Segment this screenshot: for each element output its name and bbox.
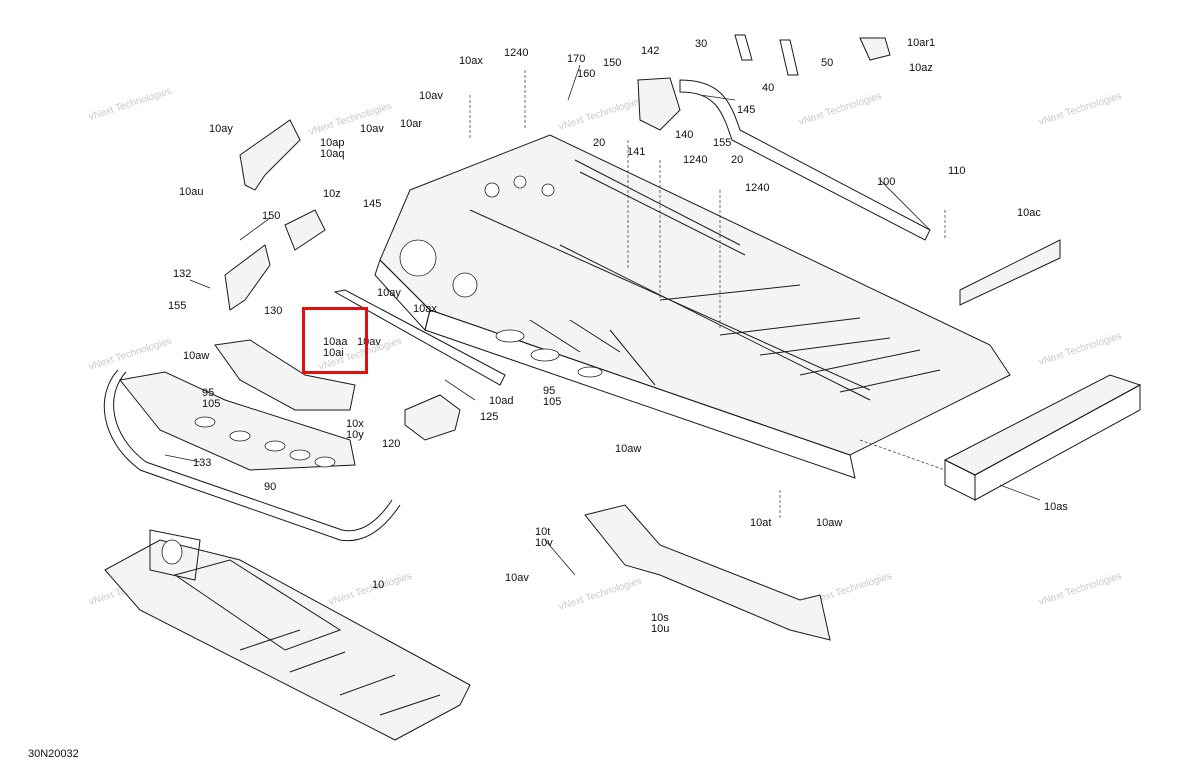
part-label: 10ap (320, 137, 344, 149)
bracket-140 (637, 77, 681, 131)
part-label: 10aa (323, 336, 348, 348)
watermark-text: vNext Technologies (1038, 91, 1124, 128)
bumper-bar (679, 79, 931, 241)
part-label: 120 (382, 438, 400, 450)
watermark-text: vNext Technologies (558, 576, 644, 613)
part-label: 50 (821, 57, 833, 69)
complete-chassis-10 (104, 529, 471, 741)
part-label: 140 (675, 129, 693, 141)
watermark-text: vNext Technologies (798, 91, 884, 128)
part-label: 10z (323, 188, 341, 200)
rail-10as (943, 374, 1142, 501)
watermark-text: vNext Technologies (1038, 571, 1124, 608)
front-skid-plate (119, 371, 356, 471)
small-brackets-top (734, 34, 891, 76)
part-label: 10aw (816, 517, 842, 529)
part-label: 130 (264, 305, 282, 317)
part-label: 30 (695, 38, 707, 50)
bracket-120 (404, 394, 461, 441)
part-label: 10aw (615, 443, 641, 455)
watermark-text: vNext Technologies (1038, 331, 1124, 368)
part-label: 95 (543, 385, 555, 397)
part-label: 40 (762, 82, 774, 94)
part-label: 155 (713, 137, 731, 149)
footrest-strip (333, 289, 506, 386)
part-label: 105 (202, 398, 220, 410)
part-label: 145 (737, 104, 755, 116)
part-label: 1240 (504, 47, 528, 59)
part-label: 170 (567, 53, 585, 65)
watermark-text: vNext Technologies (88, 86, 174, 123)
side-rail-10s (584, 504, 831, 641)
part-label: 10ar (400, 118, 422, 130)
part-label: 10ay (209, 123, 233, 135)
part-label: 142 (641, 45, 659, 57)
part-label: 10av (419, 90, 443, 102)
part-label: 100 (877, 176, 895, 188)
part-label: 10av (360, 123, 384, 135)
alignment-lines (469, 70, 946, 520)
part-label: 150 (262, 210, 280, 222)
part-label: 10av (357, 336, 381, 348)
part-label: 95 (202, 387, 214, 399)
part-label: 10as (1044, 501, 1068, 513)
part-label: 10ac (1017, 207, 1041, 219)
part-label: 141 (627, 146, 645, 158)
part-label: 10aw (183, 350, 209, 362)
leader-lines (164, 64, 1041, 576)
part-label: 10t (535, 526, 550, 538)
part-labels: 10ax 1240 170 160 150 142 30 50 40 10ar1… (168, 37, 1068, 635)
main-tunnel (374, 134, 1011, 479)
part-label: 10aq (320, 148, 344, 160)
part-label: 10at (750, 517, 771, 529)
part-label: 10v (535, 537, 553, 549)
part-label: 10ax (413, 303, 437, 315)
part-label: 155 (168, 300, 186, 312)
part-label: 1240 (745, 182, 769, 194)
part-label: 133 (193, 457, 211, 469)
part-label: 10y (346, 429, 364, 441)
part-label: 10u (651, 623, 669, 635)
part-label: 132 (173, 268, 191, 280)
part-label: 160 (577, 68, 595, 80)
part-label: 10s (651, 612, 669, 624)
rail-10ac (959, 239, 1061, 306)
part-label: 10x (346, 418, 364, 430)
watermark-text: vNext Technologies (328, 571, 414, 608)
part-label: 105 (543, 396, 561, 408)
diagram-code: 30N20032 (28, 748, 79, 760)
part-label: 10ai (323, 347, 344, 359)
front-brackets (214, 119, 356, 411)
part-label: 10ay (377, 287, 401, 299)
watermark-text: vNext Technologies (558, 96, 644, 133)
part-label: 10ad (489, 395, 513, 407)
part-label: 125 (480, 411, 498, 423)
part-label: 10au (179, 186, 203, 198)
part-label: 90 (264, 481, 276, 493)
part-label: 110 (948, 165, 966, 177)
watermark-text: vNext Technologies (88, 336, 174, 373)
part-label: 10av (505, 572, 529, 584)
part-label: 10ax (459, 55, 483, 67)
part-label: 150 (603, 57, 621, 69)
part-label: 1240 (683, 154, 707, 166)
part-label: 10az (909, 62, 933, 74)
highlight-box (302, 307, 368, 374)
part-label: 20 (593, 137, 605, 149)
part-label: 10ar1 (907, 37, 935, 49)
part-label: 20 (731, 154, 743, 166)
part-label: 145 (363, 198, 381, 210)
part-label: 10 (372, 579, 384, 591)
rod-90 (103, 369, 401, 542)
